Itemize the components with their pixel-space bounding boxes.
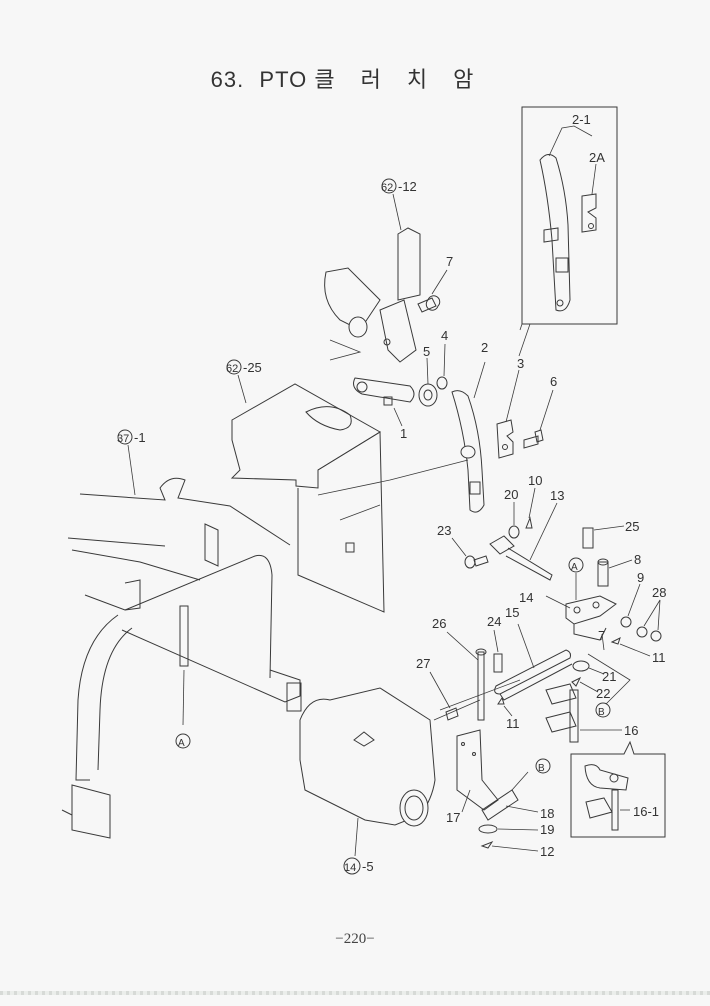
label-6: 6 [550,374,557,389]
rod-13-group: 13 23 20 10 [437,473,564,581]
label-19: 19 [540,822,554,837]
label-11-upper: 11 [652,650,666,665]
label-7: 7 [446,254,453,269]
bracket-17-group: 17 B 18 19 12 [433,699,554,859]
label-4: 4 [441,328,448,343]
label-9: 9 [637,570,644,585]
label-16: 16 [624,723,638,738]
label-17: 17 [446,810,460,825]
page-number: −220− [335,931,375,947]
bracket-assembly-62-12: 62 -12 7 [324,178,453,363]
label-62-12-circle: 62 [381,182,393,194]
link-15-group: 15 24 26 27 11 21 22 B [416,605,631,731]
link-arm-group: 5 4 1 [353,328,448,441]
label-1: 1 [400,426,407,441]
inset-box-2-1: 2-1 2A [519,106,618,331]
frame-37-1: 37 -1 A [61,429,302,839]
label-25: 25 [625,519,639,534]
label-7-lower: 7 [598,628,605,643]
label-62-25-suffix: -25 [243,360,262,375]
scan-edge-artifact [0,991,710,995]
arm-14-group: 25 8 A 9 28 14 7 11 [519,519,666,665]
inset-box-16-1: 16-1 [570,740,666,838]
label-26: 26 [432,616,446,631]
label-12: 12 [540,844,554,859]
transmission-case-14-5: 14 -5 [299,687,436,875]
label-11-lower: 11 [506,716,520,731]
label-20: 20 [504,487,518,502]
label-22: 22 [596,686,610,701]
label-2-1: 2-1 [572,112,591,127]
label-14: 14 [519,590,533,605]
clutch-arm-group: 2 3 6 [317,323,557,513]
label-18: 18 [540,806,554,821]
label-23: 23 [437,523,451,538]
label-2: 2 [481,340,488,355]
bracket-16-group: 16 [545,683,638,743]
label-13: 13 [550,488,564,503]
label-15: 15 [505,605,519,620]
label-14-5-circle: 14 [344,862,356,874]
label-B-lower: B [538,763,545,774]
label-A-arm: A [571,562,578,573]
label-8: 8 [634,552,641,567]
label-37-1-suffix: -1 [134,430,146,445]
label-10: 10 [528,473,542,488]
label-5: 5 [423,344,430,359]
cover-62-25: 62 -25 [226,359,385,613]
label-62-12-suffix: -12 [398,179,417,194]
label-16-1: 16-1 [633,804,659,819]
label-14-5-suffix: -5 [362,859,374,874]
label-24: 24 [487,614,501,629]
label-28: 28 [652,585,666,600]
label-3: 3 [517,356,524,371]
label-A-pin: A [178,738,185,749]
label-B-upper: B [598,707,605,718]
label-2A: 2A [589,150,605,165]
label-21: 21 [602,669,616,684]
label-62-25-circle: 62 [226,363,238,375]
title-number: 63. [210,67,245,92]
label-37-1-circle: 37 [117,433,129,445]
title-code: PTO [259,67,308,92]
title-korean: 클러치암 [314,67,500,92]
page-title: 63. PTO 클러치암 [0,62,710,94]
label-27: 27 [416,656,430,671]
